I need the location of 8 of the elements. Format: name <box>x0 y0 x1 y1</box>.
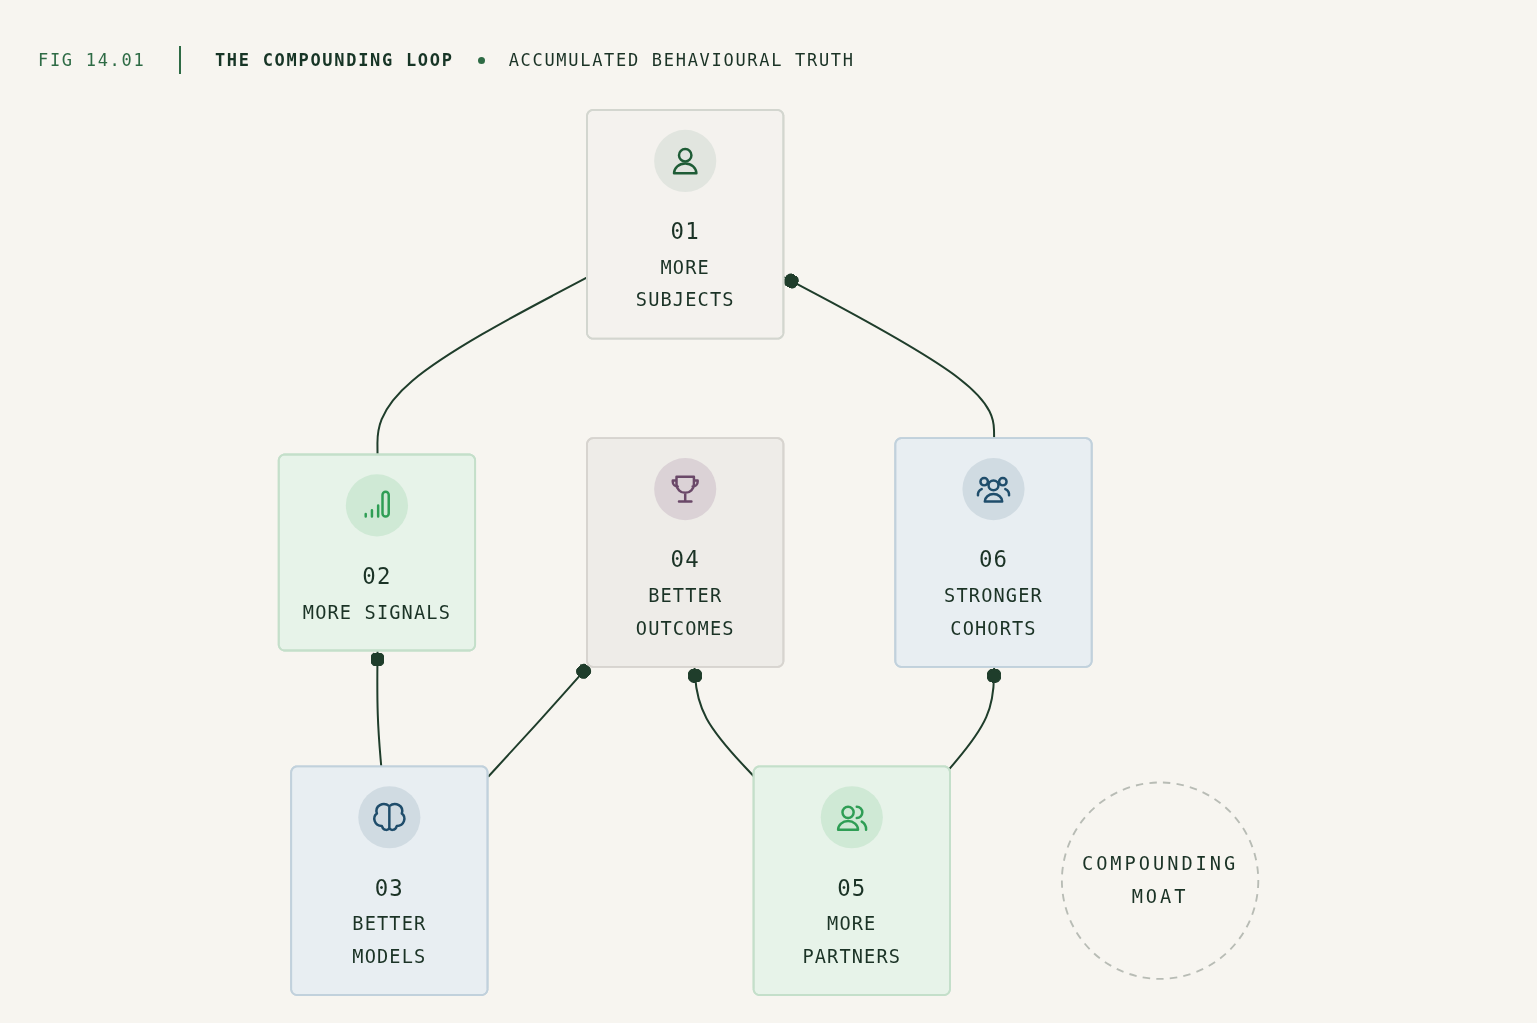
connector <box>369 650 385 768</box>
connector <box>948 666 1002 771</box>
connector <box>487 663 592 778</box>
figure-number: FIG 14.01 <box>38 50 146 70</box>
title: THE COMPOUNDING LOOP <box>214 50 454 70</box>
node-circle: COMPOUNDING MOAT <box>1060 781 1260 980</box>
subtitle: ACCUMULATED BEHAVIOURAL TRUTH <box>508 50 855 70</box>
connector <box>783 273 996 440</box>
